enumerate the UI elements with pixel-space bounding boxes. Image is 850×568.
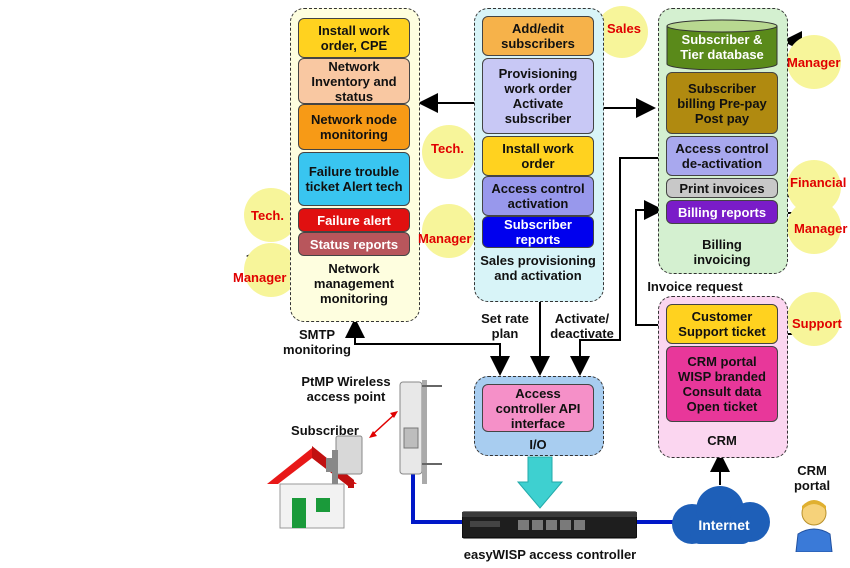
label-crm-portal: CRM portal bbox=[793, 463, 831, 493]
label-smtp-monitoring: SMTP monitoring bbox=[283, 327, 351, 357]
box-failure-trouble-ticket: Failure trouble ticket Alert tech bbox=[298, 152, 410, 206]
role-financial: Financial bbox=[790, 175, 847, 190]
cpe-antenna-icon bbox=[330, 430, 370, 486]
crm-panel-caption: CRM bbox=[707, 433, 737, 448]
role-manager-4: Manager bbox=[794, 221, 848, 236]
box-subscriber-billing: Subscriber billing Pre-pay Post pay bbox=[666, 72, 778, 134]
internet-cloud-icon bbox=[662, 484, 780, 548]
role-circle-tech-2 bbox=[244, 188, 298, 242]
role-tech-2: Tech. bbox=[251, 208, 284, 223]
box-network-node-monitoring: Network node monitoring bbox=[298, 104, 410, 150]
box-crm-portal-wisp: CRM portal WISP branded Consult data Ope… bbox=[666, 346, 778, 422]
box-billing-reports: Billing reports bbox=[666, 200, 778, 224]
box-status-reports: Status reports bbox=[298, 232, 410, 256]
label-activate-deactivate: Activate/ deactivate bbox=[550, 311, 614, 341]
label-ptmp-access-point: PtMP Wireless access point bbox=[301, 374, 391, 404]
role-tech-1: Tech. bbox=[431, 141, 464, 156]
role-circle-manager-2 bbox=[244, 243, 298, 297]
user-person-icon bbox=[794, 498, 834, 552]
role-manager-1: Manager bbox=[418, 231, 472, 246]
box-add-edit-subscribers: Add/edit subscribers bbox=[482, 16, 594, 56]
label-set-rate-plan: Set rate plan bbox=[481, 311, 529, 341]
box-access-control-activation: Access control activation bbox=[482, 176, 594, 216]
label-subscriber: Subscriber bbox=[291, 423, 359, 438]
box-install-work-order-cpe: Install work order, CPE bbox=[298, 18, 410, 58]
sales-panel-caption: Sales provisioning and activation bbox=[480, 253, 596, 283]
box-print-invoices: Print invoices bbox=[666, 178, 778, 198]
label-internet: Internet bbox=[698, 517, 750, 533]
ptmp-antenna-icon bbox=[392, 376, 444, 486]
box-provisioning-work-order: Provisioning work order Activate subscri… bbox=[482, 58, 594, 134]
role-circle-manager-1 bbox=[422, 204, 476, 258]
box-customer-support-ticket: Customer Support ticket bbox=[666, 304, 778, 344]
role-circle-manager-4 bbox=[787, 200, 841, 254]
role-circle-support bbox=[787, 292, 841, 346]
box-access-control-deactivation: Access control de-activation bbox=[666, 136, 778, 176]
billing-panel-caption: Billing invoicing bbox=[693, 237, 751, 267]
box-network-inventory: Network Inventory and status bbox=[298, 58, 410, 104]
role-circle-sales bbox=[596, 6, 648, 58]
role-circle-manager-3 bbox=[787, 35, 841, 89]
access-controller-device-icon bbox=[462, 508, 637, 540]
role-support: Support bbox=[792, 316, 842, 331]
box-subscriber-tier-database: Subscriber & Tier database bbox=[680, 32, 764, 62]
label-easywisp-controller: easyWISP access controller bbox=[463, 547, 637, 562]
role-circle-tech-1 bbox=[422, 125, 476, 179]
io-panel-caption: I/O bbox=[529, 437, 547, 452]
box-subscriber-reports: Subscriber reports bbox=[482, 216, 594, 248]
box-access-controller-api: Access controller API interface bbox=[482, 384, 594, 432]
box-install-work-order: Install work order bbox=[482, 136, 594, 176]
network-panel-caption: Network management monitoring bbox=[313, 261, 395, 306]
database-cylinder-icon bbox=[666, 18, 778, 70]
box-failure-alert: Failure alert bbox=[298, 208, 410, 232]
label-invoice-request: Invoice request bbox=[647, 279, 743, 294]
role-manager-3: Manager bbox=[787, 55, 841, 70]
role-sales: Sales bbox=[607, 21, 641, 36]
role-manager-2: Manager bbox=[233, 270, 287, 285]
